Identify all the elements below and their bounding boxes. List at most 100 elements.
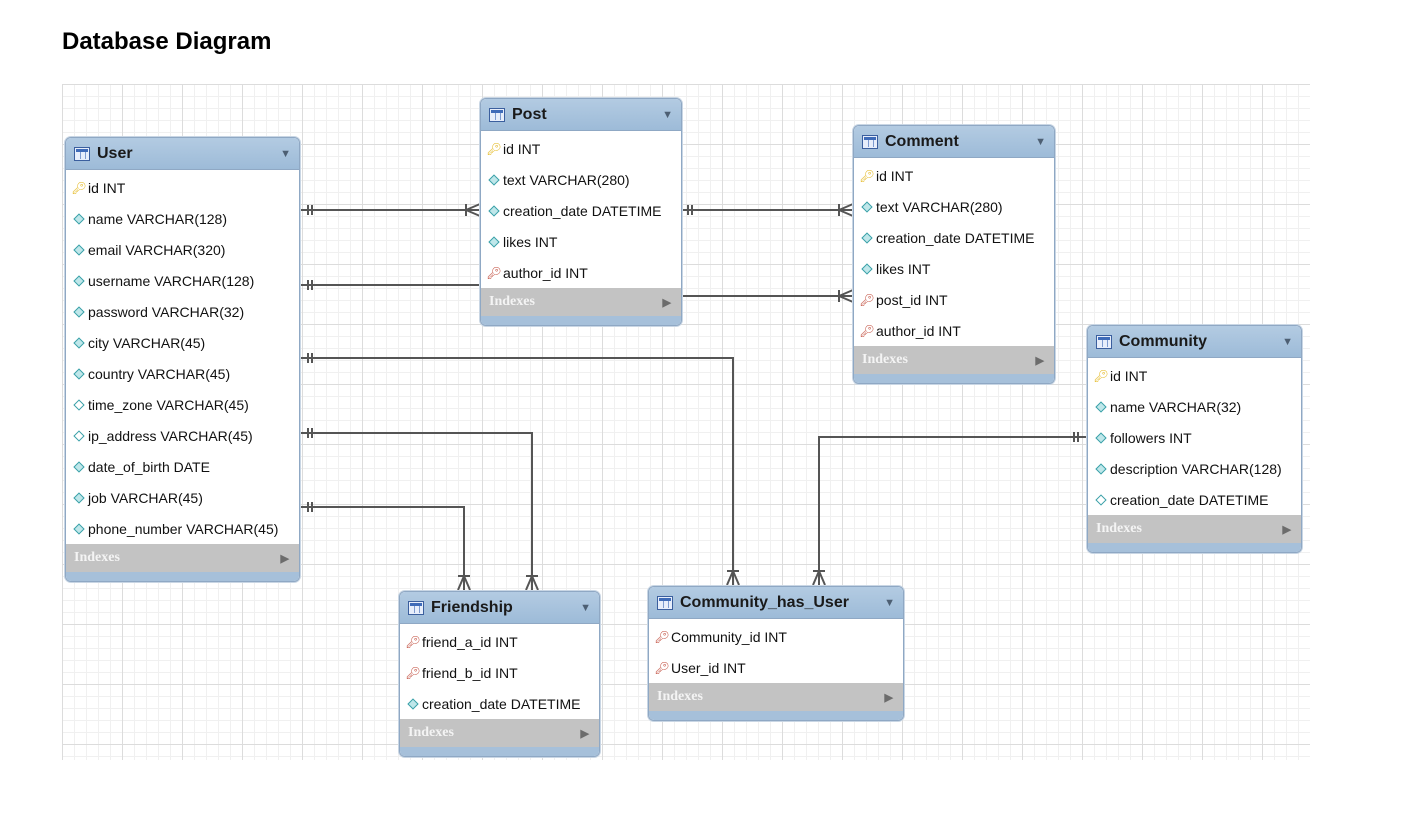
column-row[interactable]: name VARCHAR(32) — [1088, 391, 1301, 422]
column-label: followers INT — [1110, 429, 1192, 446]
column-row[interactable]: likes INT — [854, 253, 1054, 284]
column-label: email VARCHAR(320) — [88, 241, 226, 258]
table-header[interactable]: Comment ▼ — [854, 126, 1054, 158]
column-diamond-icon — [73, 243, 85, 256]
column-diamond-icon — [861, 262, 873, 275]
column-label: ip_address VARCHAR(45) — [88, 427, 253, 444]
foreign-key-icon: 🔑︎ — [859, 292, 875, 307]
key-icon: 🔑︎ — [71, 180, 87, 195]
table-name: Friendship — [431, 598, 513, 616]
expand-triangle-icon[interactable]: ▶ — [662, 296, 671, 309]
table-user[interactable]: User ▼ 🔑︎id INT name VARCHAR(128) email … — [65, 137, 300, 582]
column-diamond-icon — [73, 491, 85, 504]
column-diamond-icon — [73, 274, 85, 287]
column-label: time_zone VARCHAR(45) — [88, 396, 249, 413]
indexes-section[interactable]: Indexes▶ — [649, 683, 903, 711]
table-header[interactable]: Community_has_User ▼ — [649, 587, 903, 619]
column-row[interactable]: text VARCHAR(280) — [854, 191, 1054, 222]
table-post[interactable]: Post ▼ 🔑︎id INT text VARCHAR(280) creati… — [480, 98, 682, 326]
expand-triangle-icon[interactable]: ▶ — [280, 552, 289, 565]
column-row[interactable]: description VARCHAR(128) — [1088, 453, 1301, 484]
column-row[interactable]: creation_date DATETIME — [854, 222, 1054, 253]
table-icon — [862, 134, 878, 149]
table-header[interactable]: Community ▼ — [1088, 326, 1301, 358]
column-row[interactable]: text VARCHAR(280) — [481, 164, 681, 195]
column-row[interactable]: email VARCHAR(320) — [66, 234, 299, 265]
column-row[interactable]: 🔑︎friend_b_id INT — [400, 657, 599, 688]
column-label: id INT — [88, 179, 126, 196]
table-community-has-user[interactable]: Community_has_User ▼ 🔑︎Community_id INT … — [648, 586, 904, 721]
expand-triangle-icon[interactable]: ▶ — [1282, 523, 1291, 536]
column-row[interactable]: time_zone VARCHAR(45) — [66, 389, 299, 420]
column-row[interactable]: 🔑︎author_id INT — [481, 257, 681, 288]
column-row[interactable]: 🔑︎post_id INT — [854, 284, 1054, 315]
expand-triangle-icon[interactable]: ▶ — [580, 727, 589, 740]
table-name: User — [97, 144, 133, 162]
column-row[interactable]: 🔑︎id INT — [66, 172, 299, 203]
indexes-section[interactable]: Indexes ▶ — [481, 288, 681, 316]
collapse-triangle-icon[interactable]: ▼ — [1035, 135, 1046, 148]
indexes-section[interactable]: Indexes▶ — [66, 544, 299, 572]
table-header[interactable]: Post ▼ — [481, 99, 681, 131]
table-header[interactable]: User ▼ — [66, 138, 299, 170]
column-row[interactable]: 🔑︎id INT — [854, 160, 1054, 191]
column-row[interactable]: creation_date DATETIME — [481, 195, 681, 226]
expand-triangle-icon[interactable]: ▶ — [884, 691, 893, 704]
column-row[interactable]: name VARCHAR(128) — [66, 203, 299, 234]
column-row[interactable]: password VARCHAR(32) — [66, 296, 299, 327]
collapse-triangle-icon[interactable]: ▼ — [884, 596, 895, 609]
column-row[interactable]: job VARCHAR(45) — [66, 482, 299, 513]
foreign-key-icon: 🔑︎ — [405, 634, 421, 649]
collapse-triangle-icon[interactable]: ▼ — [662, 108, 673, 121]
column-row[interactable]: creation_date DATETIME — [1088, 484, 1301, 515]
expand-triangle-icon[interactable]: ▶ — [1035, 354, 1044, 367]
column-diamond-icon — [73, 212, 85, 225]
column-row[interactable]: 🔑︎Community_id INT — [649, 621, 903, 652]
column-row[interactable]: 🔑︎id INT — [481, 133, 681, 164]
column-row[interactable]: date_of_birth DATE — [66, 451, 299, 482]
column-row[interactable]: 🔑︎author_id INT — [854, 315, 1054, 346]
foreign-key-icon: 🔑︎ — [654, 660, 670, 675]
table-community[interactable]: Community ▼ 🔑︎id INT name VARCHAR(32) fo… — [1087, 325, 1302, 553]
column-label: creation_date DATETIME — [876, 229, 1035, 246]
column-row[interactable]: creation_date DATETIME — [400, 688, 599, 719]
column-row[interactable]: username VARCHAR(128) — [66, 265, 299, 296]
indexes-section[interactable]: Indexes ▶ — [1088, 515, 1301, 543]
column-row[interactable]: 🔑︎friend_a_id INT — [400, 626, 599, 657]
column-row[interactable]: 🔑︎id INT — [1088, 360, 1301, 391]
table-icon — [657, 595, 673, 610]
collapse-triangle-icon[interactable]: ▼ — [1282, 335, 1293, 348]
table-name: Community — [1119, 332, 1207, 350]
collapse-triangle-icon[interactable]: ▼ — [280, 147, 291, 160]
column-diamond-icon — [1095, 431, 1107, 444]
foreign-key-icon: 🔑︎ — [859, 323, 875, 338]
table-friendship[interactable]: Friendship ▼ 🔑︎friend_a_id INT 🔑︎friend_… — [399, 591, 600, 757]
column-row[interactable]: country VARCHAR(45) — [66, 358, 299, 389]
column-row[interactable]: 🔑︎User_id INT — [649, 652, 903, 683]
table-header[interactable]: Friendship ▼ — [400, 592, 599, 624]
page-title: Database Diagram — [62, 28, 272, 55]
column-label: likes INT — [876, 260, 931, 277]
column-diamond-icon — [407, 697, 419, 710]
indexes-label: Indexes — [1096, 521, 1142, 536]
indexes-section[interactable]: Indexes▶ — [854, 346, 1054, 374]
nullable-column-diamond-icon — [73, 398, 85, 411]
foreign-key-icon: 🔑︎ — [654, 629, 670, 644]
column-diamond-icon — [861, 200, 873, 213]
table-footer — [1088, 543, 1301, 552]
collapse-triangle-icon[interactable]: ▼ — [580, 601, 591, 614]
table-comment[interactable]: Comment ▼ 🔑︎id INT text VARCHAR(280) cre… — [853, 125, 1055, 384]
column-diamond-icon — [73, 367, 85, 380]
key-icon: 🔑︎ — [859, 168, 875, 183]
column-row[interactable]: likes INT — [481, 226, 681, 257]
indexes-section[interactable]: Indexes▶ — [400, 719, 599, 747]
column-row[interactable]: ip_address VARCHAR(45) — [66, 420, 299, 451]
column-row[interactable]: followers INT — [1088, 422, 1301, 453]
column-label: friend_b_id INT — [422, 664, 518, 681]
column-row[interactable]: city VARCHAR(45) — [66, 327, 299, 358]
column-label: author_id INT — [876, 322, 961, 339]
key-icon: 🔑︎ — [486, 141, 502, 156]
column-row[interactable]: phone_number VARCHAR(45) — [66, 513, 299, 544]
indexes-label: Indexes — [489, 294, 535, 309]
column-label: creation_date DATETIME — [1110, 491, 1269, 508]
